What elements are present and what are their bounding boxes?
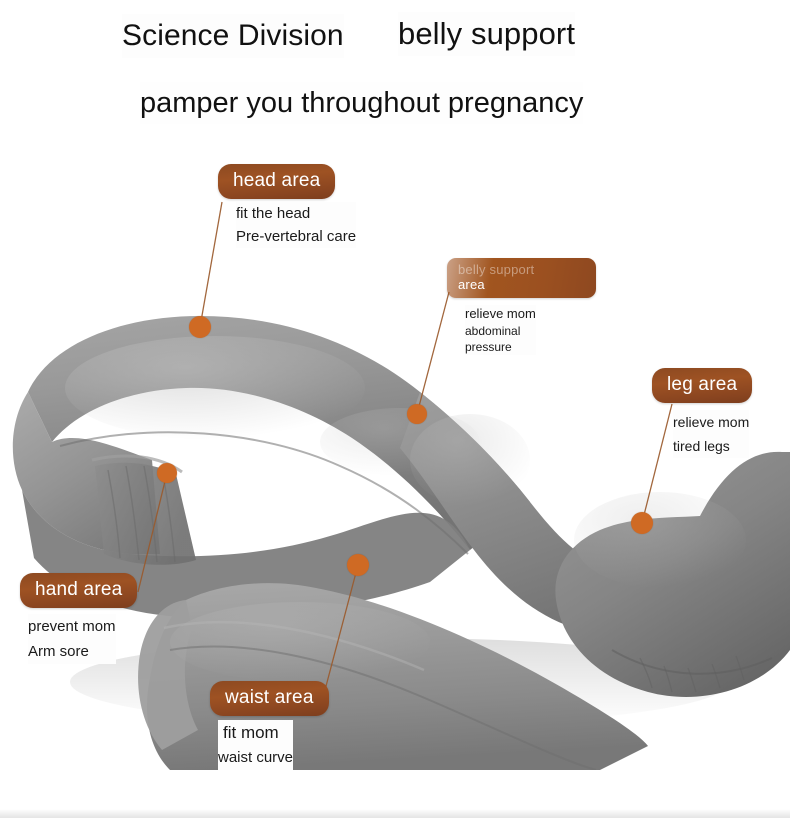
product-image: [0, 130, 790, 770]
badge-head-area: head area: [218, 164, 336, 199]
badge-belly-support-area: belly support area: [447, 258, 596, 298]
desc-leg-area: relieve mom tired legs: [673, 410, 750, 458]
desc-belly-line-2: abdominal: [465, 324, 521, 338]
desc-belly-support-area: relieve mom abdominal pressure: [465, 305, 536, 355]
marker-dot-leg: [631, 512, 653, 534]
marker-dot-head: [189, 316, 211, 338]
marker-dot-hand: [157, 463, 177, 483]
desc-head-line-1: fit the head: [236, 205, 311, 222]
badge-waist-area: waist area: [210, 681, 329, 716]
desc-waist-line-1: fit mom: [223, 723, 279, 742]
subheadline: pamper you throughout pregnancy: [140, 82, 584, 124]
desc-hand-area: prevent mom Arm sore: [28, 614, 116, 664]
desc-hand-line-1: prevent mom: [28, 618, 116, 635]
desc-belly-line-3: pressure: [465, 340, 512, 354]
footer-strip: [0, 809, 790, 818]
badge-belly-line-1: belly support: [458, 262, 535, 277]
marker-dot-waist: [347, 554, 369, 576]
desc-head-area: fit the head Pre-vertebral care: [236, 202, 357, 248]
badge-leg-area: leg area: [652, 368, 753, 403]
badge-belly-line-2: area: [458, 277, 485, 292]
desc-waist-line-2: waist curve: [218, 749, 294, 766]
marker-dot-belly: [407, 404, 427, 424]
desc-head-line-2: Pre-vertebral care: [236, 228, 357, 245]
desc-leg-line-1: relieve mom: [673, 414, 750, 430]
desc-hand-line-2: Arm sore: [28, 643, 89, 660]
headline-primary: Science Division: [122, 14, 344, 58]
desc-leg-line-2: tired legs: [673, 438, 730, 454]
headline-row: Science Division belly support: [0, 8, 790, 60]
badge-hand-area: hand area: [20, 573, 138, 608]
pregnancy-pillow-illustration: [12, 316, 790, 770]
desc-waist-area: fit mom waist curve: [218, 720, 294, 770]
desc-belly-line-1: relieve mom: [465, 306, 536, 321]
headline-secondary: belly support: [398, 12, 576, 56]
